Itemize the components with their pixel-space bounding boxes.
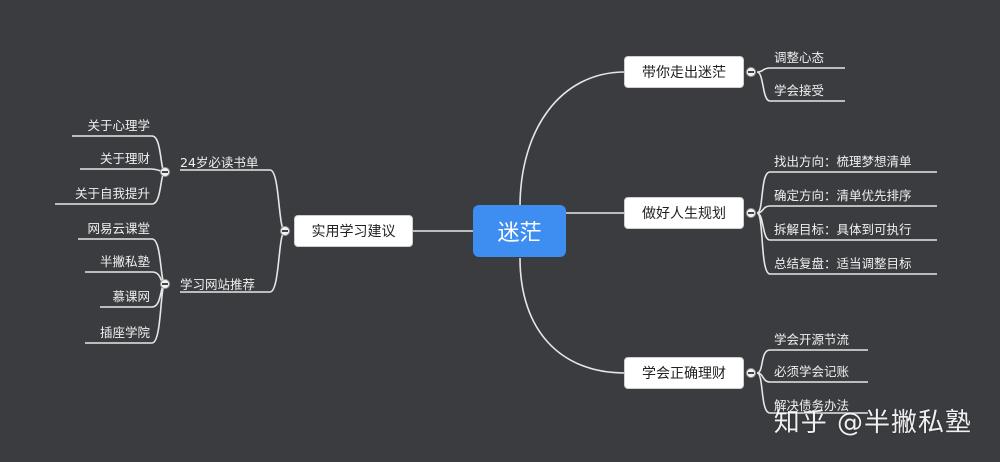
link-branch-1-children <box>756 67 845 102</box>
branch-label: 做好人生规划 <box>642 206 726 222</box>
collapse-toggle-icon[interactable] <box>746 67 756 77</box>
branch-label: 带你走出迷茫 <box>642 65 726 81</box>
collapse-toggle-icon[interactable] <box>160 279 170 289</box>
leaf-label: 调整心态 <box>774 49 825 65</box>
branch-label: 学会正确理财 <box>642 366 726 382</box>
branch-label: 实用学习建议 <box>311 224 396 240</box>
link-root-to-branch-1 <box>519 71 626 208</box>
leaf-label: 解决债务办法 <box>774 397 850 413</box>
link-branch-2-children <box>756 171 937 275</box>
leaf-node[interactable]: 关于心理学 <box>60 114 150 134</box>
leaf-node[interactable]: 网易云课堂 <box>60 217 150 237</box>
leaf-label: 拆解目标：具体到可执行 <box>774 221 912 237</box>
left-branch-node[interactable]: 实用学习建议 <box>294 215 413 247</box>
sub-label: 学习网站推荐 <box>180 276 256 292</box>
leaf-label: 关于自我提升 <box>74 185 150 201</box>
sub-node[interactable]: 学习网站推荐 <box>180 273 280 293</box>
leaf-node[interactable]: 必须学会记账 <box>774 360 874 380</box>
leaf-label: 插座学院 <box>99 324 150 340</box>
branch-node-2[interactable]: 做好人生规划 <box>624 197 744 229</box>
leaf-node[interactable]: 关于自我提升 <box>55 182 150 202</box>
leaf-label: 确定方向：清单优先排序 <box>774 187 912 203</box>
leaf-label: 网易云课堂 <box>87 220 150 236</box>
root-label: 迷茫 <box>497 221 542 246</box>
link-root-to-branch-3 <box>519 257 626 374</box>
watermark: 知乎 @半撇私塾 <box>773 408 972 438</box>
collapse-toggle-icon[interactable] <box>746 368 756 378</box>
leaf-label: 关于理财 <box>99 150 150 166</box>
sub-node[interactable]: 24岁必读书单 <box>180 151 280 171</box>
link-sub-2-children <box>78 238 166 344</box>
leaf-node[interactable]: 调整心态 <box>774 46 854 66</box>
leaf-node[interactable]: 学会开源节流 <box>774 328 874 348</box>
leaf-label: 总结复盘：适当调整目标 <box>774 255 912 271</box>
leaf-node[interactable]: 关于理财 <box>60 147 150 167</box>
leaf-node[interactable]: 插座学院 <box>60 321 150 341</box>
root-node[interactable]: 迷茫 <box>473 205 566 257</box>
leaf-label: 学会接受 <box>774 82 825 98</box>
leaf-node[interactable]: 学会接受 <box>774 79 854 99</box>
collapse-toggle-icon[interactable] <box>280 226 290 236</box>
leaf-label: 慕课网 <box>112 288 150 304</box>
branch-node-1[interactable]: 带你走出迷茫 <box>624 56 744 88</box>
leaf-node[interactable]: 解决债务办法 <box>774 394 874 414</box>
leaf-label: 关于心理学 <box>87 117 150 133</box>
leaf-node[interactable]: 总结复盘：适当调整目标 <box>774 252 939 272</box>
sub-label: 24岁必读书单 <box>180 154 259 170</box>
branch-node-3[interactable]: 学会正确理财 <box>624 357 744 389</box>
leaf-label: 半撇私塾 <box>99 253 150 269</box>
leaf-node[interactable]: 半撇私塾 <box>60 250 150 270</box>
link-branch-3-children <box>756 349 868 414</box>
leaf-label: 学会开源节流 <box>774 331 850 347</box>
leaf-node[interactable]: 慕课网 <box>60 285 150 305</box>
leaf-node[interactable]: 找出方向：梳理梦想清单 <box>774 150 939 170</box>
collapse-toggle-icon[interactable] <box>746 208 756 218</box>
leaf-label: 找出方向：梳理梦想清单 <box>774 153 912 169</box>
collapse-toggle-icon[interactable] <box>160 167 170 177</box>
leaf-node[interactable]: 拆解目标：具体到可执行 <box>774 218 939 238</box>
leaf-label: 必须学会记账 <box>774 363 850 379</box>
leaf-node[interactable]: 确定方向：清单优先排序 <box>774 184 939 204</box>
